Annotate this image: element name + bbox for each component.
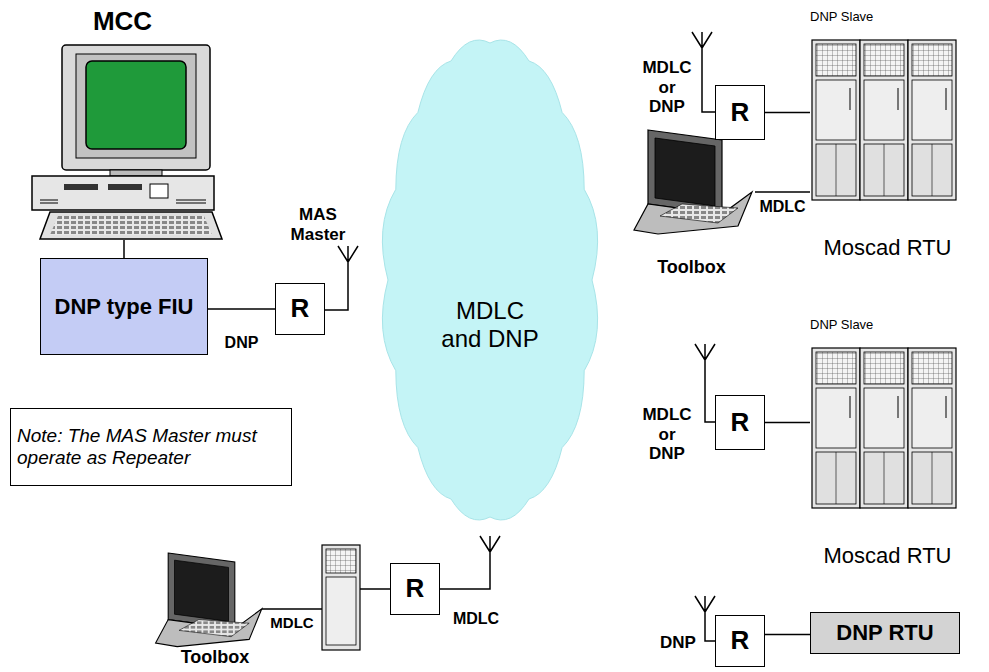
node-text: R <box>406 574 425 604</box>
edge-label: DNP <box>223 334 261 352</box>
computer-node: MCC <box>20 5 225 240</box>
connector-line <box>765 422 810 424</box>
rtu-node: DNP SlaveMoscad RTU <box>810 318 965 568</box>
node-text: R <box>731 98 750 128</box>
radio-box: R <box>715 615 765 667</box>
node-text: DNP type FIU <box>55 294 194 319</box>
computer-illustration <box>32 45 222 239</box>
connector-line <box>765 634 810 636</box>
node-text: R <box>731 626 750 656</box>
protocol-label: MAS Master <box>283 205 353 244</box>
protocol-label: MDLC or DNP <box>640 58 694 117</box>
node-text: Toolbox <box>181 647 250 668</box>
protocol-label: MDLC or DNP <box>640 405 694 464</box>
node-text: R <box>731 408 750 438</box>
radio-box: R <box>715 395 765 450</box>
connector-line <box>765 112 810 114</box>
fiu-box: DNP type FIU <box>40 258 208 355</box>
node-text: DNP Slave <box>810 318 965 333</box>
connector-line <box>208 308 275 310</box>
network-cloud: MDLC and DNP <box>370 25 610 535</box>
toolbox-node: Toolbox <box>150 550 280 668</box>
protocol-label: DNP <box>656 633 700 653</box>
connector-line <box>123 240 125 258</box>
antenna-wires <box>262 32 715 641</box>
node-text: MDLC and DNP <box>440 297 540 352</box>
node-text: Note: The MAS Master must operate as Rep… <box>17 425 285 469</box>
radio-box: R <box>715 85 765 140</box>
cloud-shape <box>370 25 610 535</box>
rtu-node: DNP SlaveMoscad RTU <box>810 10 965 260</box>
node-text: MCC <box>93 7 152 37</box>
edge-label: MDLC <box>757 198 807 216</box>
node-text: DNP Slave <box>810 10 965 25</box>
protocol-label: MDLC <box>264 614 320 631</box>
node-text: Moscad RTU <box>810 543 965 568</box>
node-text: Moscad RTU <box>810 235 965 260</box>
connector-line <box>755 191 810 193</box>
node-text: R <box>291 294 310 324</box>
dnp-rtu-box: DNP RTU <box>810 612 960 654</box>
radio-box: R <box>275 283 325 335</box>
toolbox-node: Toolbox <box>628 128 755 278</box>
note-box: Note: The MAS Master must operate as Rep… <box>10 408 292 486</box>
radio-box: R <box>390 563 440 615</box>
node-text: DNP RTU <box>836 620 933 645</box>
protocol-label: MDLC <box>448 610 504 628</box>
node-text: Toolbox <box>657 257 726 278</box>
